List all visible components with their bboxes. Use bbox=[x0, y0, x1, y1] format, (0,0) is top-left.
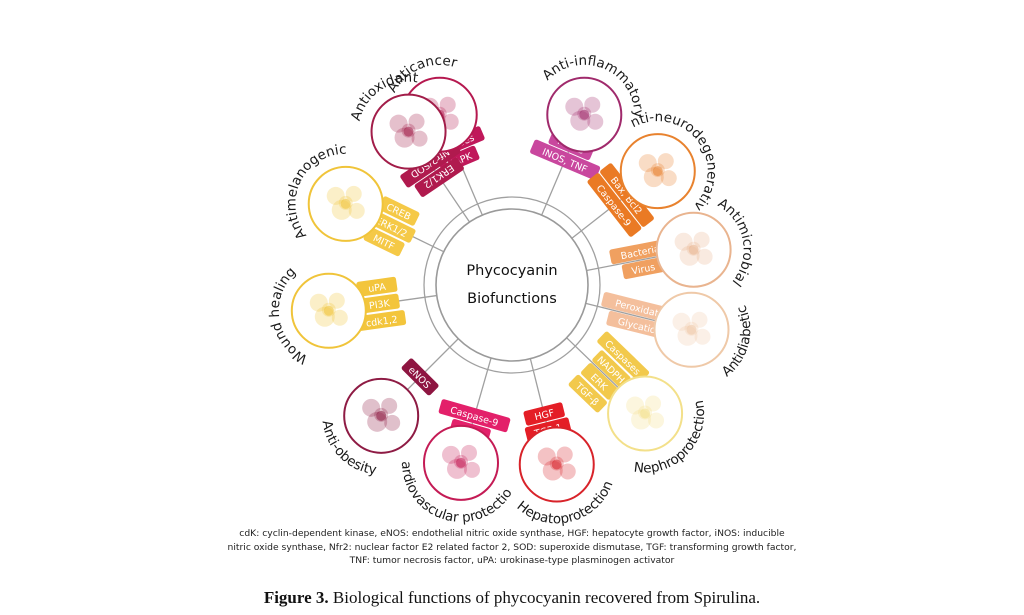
center-title-line1: Phycocyanin bbox=[466, 263, 557, 279]
marker-label: uPA bbox=[368, 282, 387, 295]
marker-box: PI3K bbox=[358, 293, 400, 314]
immune-cells-icon bbox=[565, 96, 604, 131]
marker-box-bg bbox=[357, 310, 407, 331]
marker-label: Virus bbox=[631, 262, 657, 277]
marker-box-bg bbox=[523, 402, 565, 426]
marker-box: HGF bbox=[523, 402, 565, 426]
function-node: Antidiabetic bbox=[653, 291, 754, 380]
abbreviations-line: TNF: tumor necrosis factor, uPA: urokina… bbox=[349, 555, 675, 566]
figure-caption-text: Biological functions of phycocyanin reco… bbox=[328, 588, 761, 607]
spoke-line bbox=[585, 302, 656, 322]
function-node: Nephroprotection bbox=[607, 375, 708, 477]
center-title-line2: Biofunctions bbox=[467, 291, 557, 307]
figure-caption: Figure 3. Biological functions of phycoc… bbox=[0, 588, 1024, 608]
marker-label: cdk1,2 bbox=[365, 314, 398, 329]
marker-box-bg bbox=[600, 163, 654, 227]
oxidative-cell-icon bbox=[389, 113, 428, 148]
marker-box-bg bbox=[568, 374, 607, 413]
neurons-icon bbox=[638, 153, 677, 188]
marker-box-bg bbox=[414, 157, 464, 197]
kidney-icon bbox=[626, 395, 665, 430]
function-node: Anti-inflammatory bbox=[539, 53, 646, 153]
marker-box-bg bbox=[356, 276, 398, 297]
body-fat-icon bbox=[362, 397, 401, 432]
marker-group: cdk1,2 PI3K uPA bbox=[356, 276, 407, 331]
marker-box-bg bbox=[587, 173, 642, 237]
marker-box-bg bbox=[592, 350, 631, 388]
abbreviations-line: nitric oxide synthase, Nfr2: nuclear fac… bbox=[227, 541, 797, 553]
center-hub: Phycocyanin Biofunctions bbox=[435, 208, 589, 362]
spoke-line bbox=[566, 337, 619, 389]
function-node: Antimicrobial bbox=[655, 195, 756, 289]
abbreviations-note: cdK: cyclin-dependent kinase, eNOS: endo… bbox=[180, 527, 844, 568]
marker-box-bg bbox=[597, 331, 650, 383]
function-node: Antimelanogenic bbox=[283, 142, 384, 242]
marker-box: cdk1,2 bbox=[357, 310, 407, 331]
microbes-icon bbox=[674, 231, 713, 266]
liver-icon bbox=[537, 446, 576, 481]
function-node: Hepatoprotection bbox=[514, 426, 616, 527]
marker-box-bg bbox=[358, 293, 400, 314]
marker-label: PI3K bbox=[368, 298, 391, 312]
marker-label: HGF bbox=[534, 408, 556, 424]
marker-box-bg bbox=[530, 139, 601, 180]
figure-label: Figure 3. bbox=[263, 588, 329, 607]
spoke-line bbox=[586, 256, 658, 272]
marker-box-bg bbox=[621, 257, 665, 280]
heart-icon bbox=[442, 444, 481, 479]
marker-box: Virus bbox=[621, 257, 665, 280]
abbreviations-line: cdK: cyclin-dependent kinase, eNOS: endo… bbox=[239, 528, 785, 539]
marker-box-bg bbox=[438, 399, 511, 433]
marker-box-bg bbox=[581, 363, 619, 400]
marker-box: uPA bbox=[356, 276, 398, 297]
marker-box-bg bbox=[609, 238, 671, 265]
hub-ring bbox=[423, 196, 601, 374]
glucometer-icon bbox=[672, 311, 711, 346]
melanocyte-icon bbox=[326, 185, 365, 220]
marker-box-bg bbox=[401, 358, 439, 396]
function-node: Wound healing bbox=[267, 264, 367, 367]
marker-label: MITF bbox=[371, 233, 396, 253]
center-circle bbox=[435, 208, 589, 362]
marker-box-bg bbox=[378, 196, 420, 226]
skin-tissue-icon bbox=[309, 292, 348, 327]
marker-box-bg bbox=[363, 226, 405, 257]
marker-box-bg bbox=[400, 140, 461, 188]
